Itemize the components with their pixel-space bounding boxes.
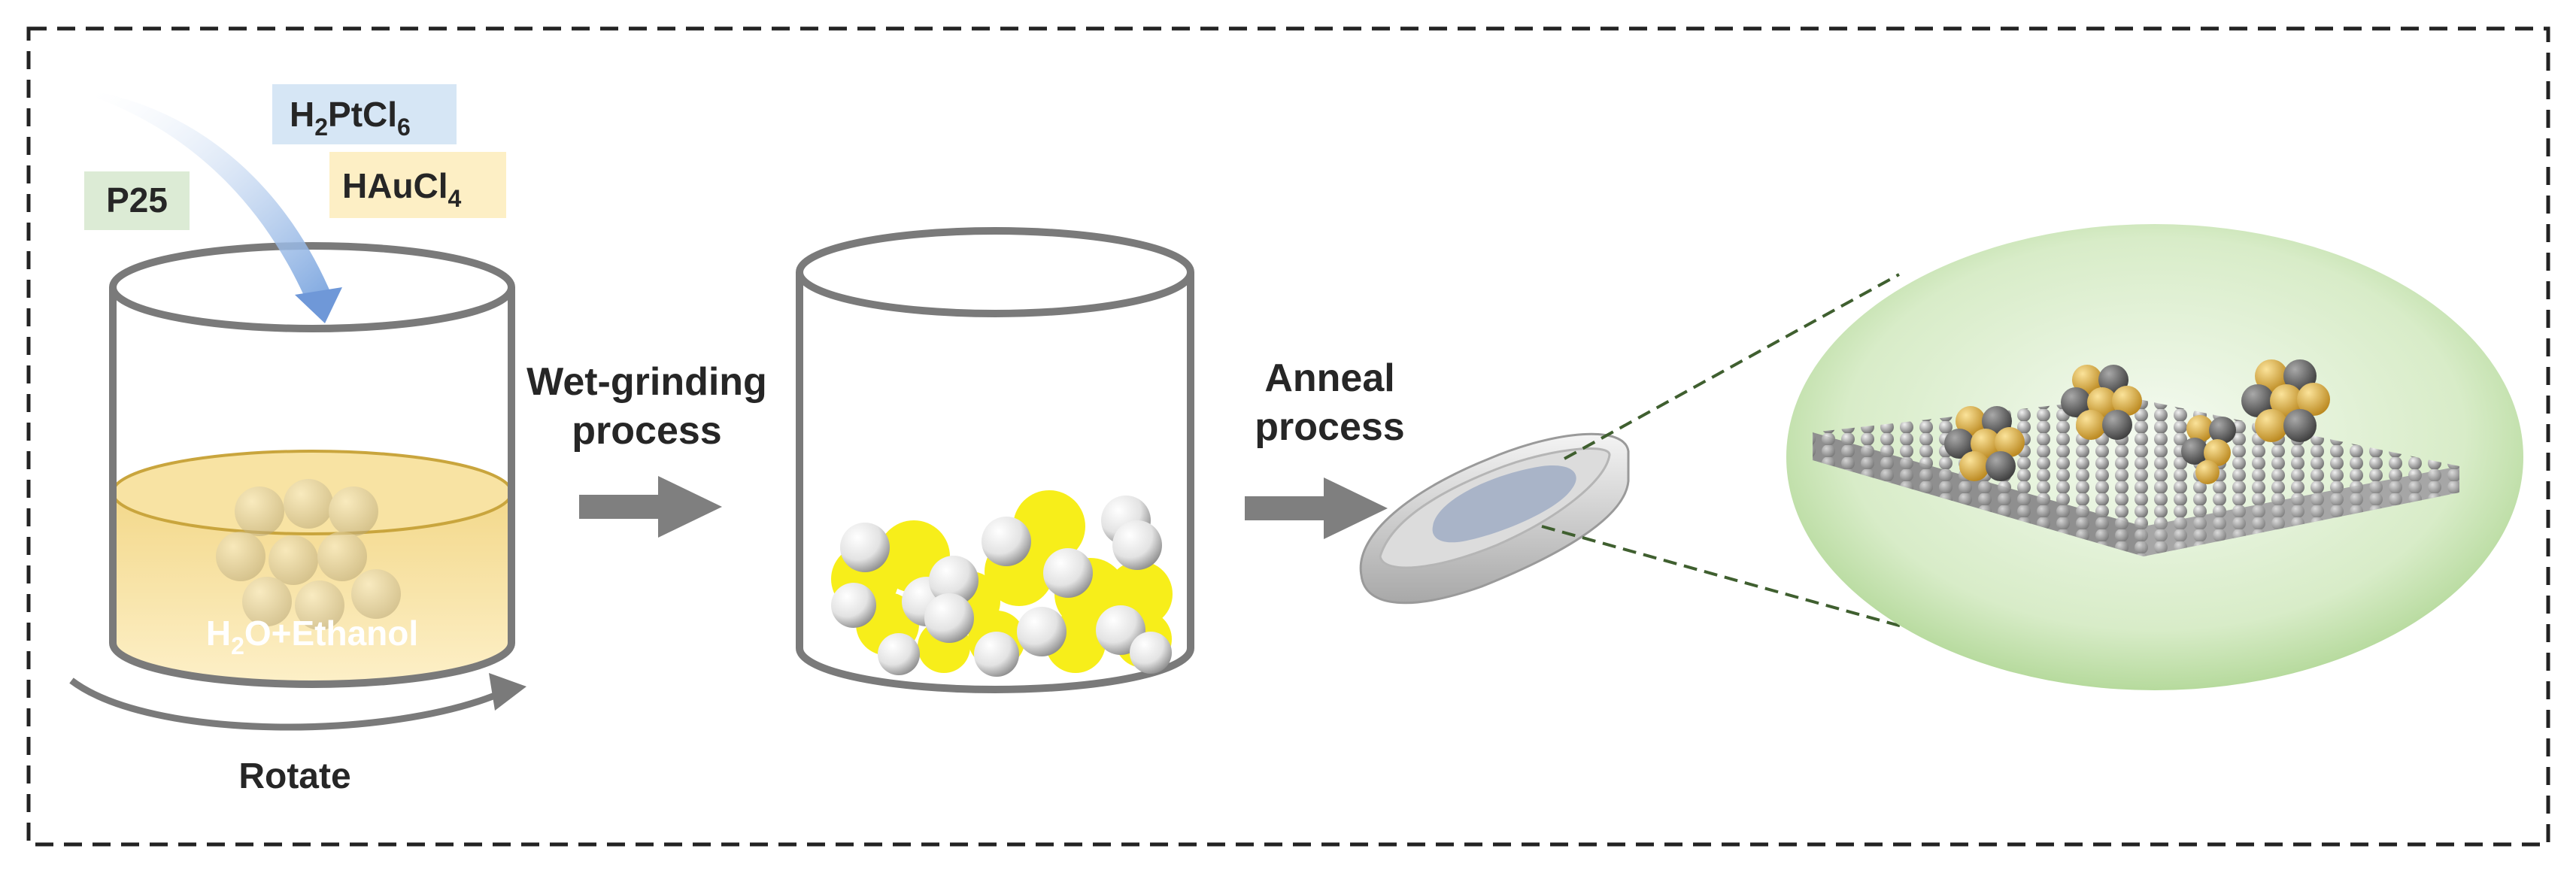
right-arrow-icon [1245,477,1388,539]
reagent-au: HAuCl4 [329,152,506,218]
anneal-label-line1: Anneal [1264,356,1394,400]
anneal-label-line2: process [1255,405,1404,449]
reagent-pt: H2PtCl6 [272,84,457,144]
wet-grinding-label-line2: process [572,409,721,453]
milling-balls [831,496,1172,677]
ptau-cluster [2241,359,2330,442]
annealed-powder [1432,465,1576,543]
ptau-cluster [1944,406,2025,481]
svg-text:H2PtCl6: H2PtCl6 [290,95,411,141]
ptau-cluster [2181,415,2236,484]
reagent-p25: P25 [84,171,190,230]
right-arrow-icon [579,476,722,538]
ptau-cluster [2061,365,2142,440]
solvent-label: H2O+Ethanol [206,614,418,659]
beaker-body [796,272,1194,693]
boat-crucible-icon [1359,432,1630,605]
beaker-2 [796,227,1194,693]
zoom-line-bottom [1541,525,1949,641]
wet-grinding-label-line1: Wet-grinding [526,360,767,404]
zoom-line-top [1564,273,1900,460]
svg-text:HAuCl4: HAuCl4 [342,166,462,212]
beaker-body [109,287,515,688]
curved-feed-arrow-icon [96,92,342,323]
submerged-balls [216,479,401,630]
rotate-label: Rotate [238,756,350,796]
beaker-rim [796,227,1194,317]
svg-text:P25: P25 [106,180,168,220]
rotate-arrow-icon [69,673,526,731]
beaker-1: H2O+Ethanol [109,242,515,688]
dashed-border [26,26,2550,847]
